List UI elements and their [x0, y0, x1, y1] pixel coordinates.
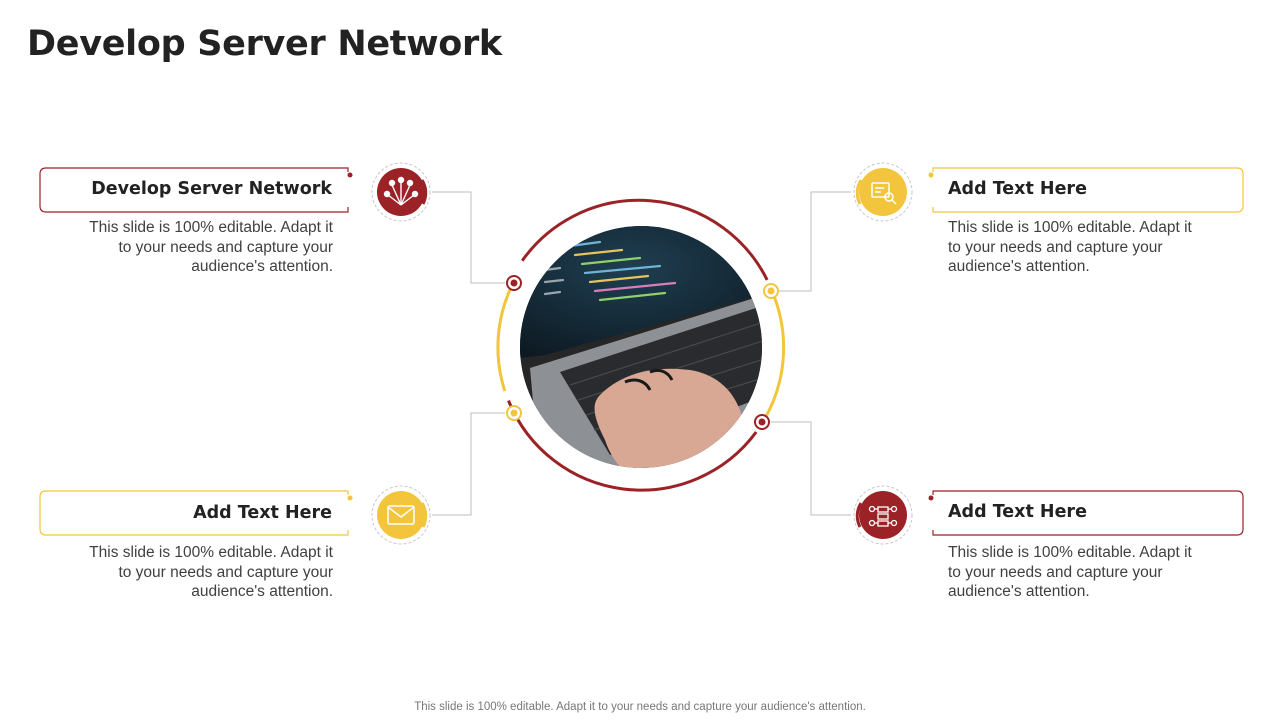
pill-dots [347, 172, 934, 501]
laptop-photo [520, 226, 762, 468]
page-title: Develop Server Network [27, 24, 502, 64]
item-1-label: Develop Server Network [91, 179, 332, 199]
item-4-label: Add Text Here [948, 502, 1087, 522]
icon-badge-1 [371, 162, 431, 222]
connector-lines [432, 191, 851, 516]
icon-badge-3 [371, 485, 431, 545]
server-users-icon [868, 505, 898, 527]
icon-badge-2 [853, 162, 913, 222]
item-1-desc: This slide is 100% editable. Adapt it to… [89, 219, 333, 275]
label-pills [39, 167, 1244, 536]
item-2-desc: This slide is 100% editable. Adapt it to… [948, 219, 1192, 275]
item-3-label: Add Text Here [193, 503, 332, 523]
outer-ring [496, 198, 786, 492]
item-2-label: Add Text Here [948, 179, 1087, 199]
item-3-desc: This slide is 100% editable. Adapt it to… [89, 544, 333, 600]
ring-nodes [506, 275, 779, 430]
envelope-icon [387, 505, 415, 525]
icon-badge-4 [853, 485, 913, 545]
network-icon [383, 176, 419, 206]
footer-note: This slide is 100% editable. Adapt it to… [414, 701, 866, 713]
item-4-desc: This slide is 100% editable. Adapt it to… [948, 544, 1192, 600]
search-document-icon [871, 182, 897, 205]
